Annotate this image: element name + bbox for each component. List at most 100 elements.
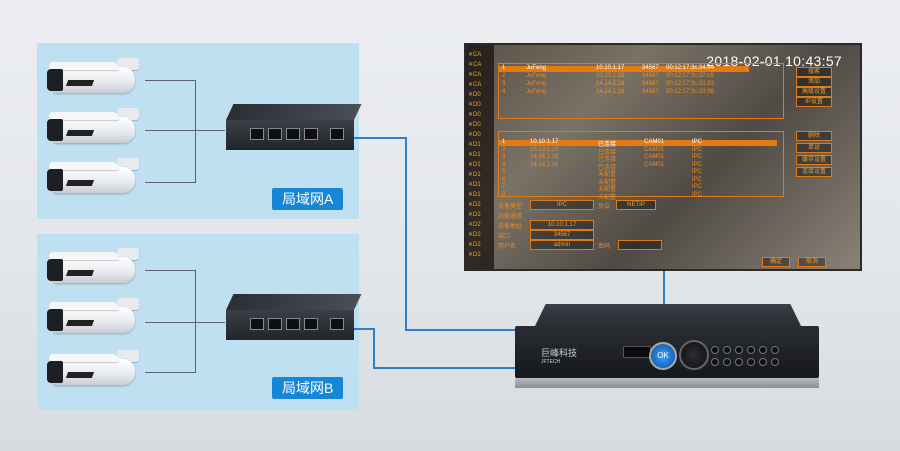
connection-line-a	[405, 137, 407, 330]
form-label: 端口	[498, 234, 511, 240]
table-cell: 34567	[642, 65, 659, 71]
selected-row-highlight	[499, 140, 777, 146]
table-cell: 1	[502, 139, 506, 145]
brand-logo: 巨峰科技 JFTECH	[541, 348, 578, 365]
camera-icon	[45, 298, 145, 340]
action-button[interactable]: 缓存设置	[796, 155, 832, 165]
username-input[interactable]: admin	[530, 240, 594, 250]
table-cell: IPC	[692, 161, 703, 168]
connection-line-a	[405, 329, 520, 331]
device-search-table	[498, 63, 784, 119]
action-button[interactable]: 添加	[796, 77, 832, 87]
action-button[interactable]: 单设	[796, 143, 832, 153]
sidebar-channel[interactable]: ✕D1	[468, 152, 481, 158]
selected-row-highlight	[499, 66, 749, 72]
table-cell: 2	[502, 146, 506, 153]
sidebar-channel[interactable]: ✕CA	[468, 62, 482, 68]
camera-cable	[195, 80, 196, 183]
address-input[interactable]: 10.10.1.17	[530, 220, 594, 230]
lan-a-label: 局域网A	[272, 188, 344, 210]
table-cell: 已连接	[598, 157, 617, 163]
sidebar-channel[interactable]: ✕D0	[468, 132, 481, 138]
sidebar-channel[interactable]: ✕D0	[468, 112, 481, 118]
sidebar-channel[interactable]: ✕D2	[468, 232, 481, 238]
sidebar-channel[interactable]: ✕D0	[468, 92, 481, 98]
table-cell: JuFeng	[526, 73, 547, 79]
sidebar-channel[interactable]: ✕CA	[468, 52, 482, 58]
added-device-table	[498, 131, 784, 197]
table-cell: 3	[502, 154, 506, 160]
table-cell: 7	[502, 184, 506, 190]
indicator-icon	[711, 358, 719, 366]
table-cell: 34567	[642, 73, 659, 79]
sidebar-channel[interactable]: ✕D2	[468, 242, 481, 248]
sidebar-channel[interactable]: ✕D2	[468, 202, 481, 208]
sidebar-channel[interactable]: ✕D2	[468, 212, 481, 218]
camera-cable	[145, 322, 195, 323]
sidebar-channel[interactable]: ✕D1	[468, 172, 481, 178]
connection-line-monitor	[663, 270, 665, 306]
device-type-select[interactable]: IPC	[530, 200, 594, 210]
table-cell: 10.10.1.18	[596, 73, 625, 79]
table-cell: 34567	[642, 89, 659, 95]
table-cell: CAM01	[644, 161, 665, 168]
table-cell: 00:12:17:3c:37:c6	[666, 73, 714, 79]
table-cell: 5	[502, 169, 506, 175]
protocol-select[interactable]: NETIP	[616, 200, 656, 210]
clock: 2018-02-01 10:43:57	[706, 53, 842, 69]
table-cell: IPC	[692, 146, 703, 153]
form-label: 密码	[598, 244, 611, 250]
ok-icon: OK	[649, 342, 677, 370]
camera-icon	[45, 158, 145, 200]
form-label: 远程通道	[498, 214, 523, 220]
sidebar-channel[interactable]: ✕D0	[468, 102, 481, 108]
table-cell: 2	[502, 73, 506, 79]
indicator-icon	[771, 358, 779, 366]
table-cell: 34567	[642, 81, 659, 87]
sidebar-channel[interactable]: ✕D2	[468, 252, 481, 258]
table-cell: 14.14.1.16	[530, 161, 559, 168]
form-label: 设备类型	[498, 204, 523, 210]
table-cell: 已连接	[598, 142, 617, 148]
sidebar-channel[interactable]: ✕D2	[468, 222, 481, 228]
camera-cable	[145, 80, 195, 81]
sidebar-channel[interactable]: ✕D1	[468, 182, 481, 188]
sidebar-channel[interactable]: ✕CA	[468, 82, 482, 88]
channel-sidebar: ✕CA ✕CA ✕CA ✕CA ✕D0 ✕D0 ✕D0 ✕D0 ✕D0 ✕D1 ✕D1 ✕D1 ✕D1 ✕…	[466, 45, 494, 269]
table-cell: 00:12:17:3c:34:44	[666, 65, 715, 71]
action-button[interactable]: IP设置	[796, 97, 832, 107]
table-cell: 10.10.1.18	[530, 146, 559, 153]
password-input[interactable]	[618, 240, 662, 250]
sidebar-channel[interactable]: ✕D1	[468, 142, 481, 148]
sidebar-channel[interactable]: ✕D1	[468, 162, 481, 168]
table-cell: 3	[502, 81, 506, 87]
port-input[interactable]: 34567	[530, 230, 594, 240]
action-button[interactable]: 高级设置	[796, 87, 832, 97]
sidebar-channel[interactable]: ✕CA	[468, 72, 482, 78]
ok-button[interactable]: 确定	[762, 257, 790, 267]
table-cell: CAM01	[644, 139, 665, 145]
table-cell: 4	[502, 161, 506, 168]
camera-cable	[145, 270, 195, 271]
sidebar-channel[interactable]: ✕D0	[468, 122, 481, 128]
camera-icon	[45, 350, 145, 392]
indicator-icon	[747, 358, 755, 366]
cancel-button[interactable]: 取消	[798, 257, 826, 267]
connection-line-a	[354, 137, 406, 139]
table-cell: 10.10.1.17	[596, 65, 625, 71]
camera-icon	[45, 108, 145, 150]
table-cell: 8	[502, 191, 506, 198]
form-label: 设备地址	[498, 224, 523, 230]
nvr-device: 巨峰科技 JFTECH OK	[515, 304, 819, 394]
indicator-icon	[735, 346, 743, 354]
action-button[interactable]: 搜索	[796, 67, 832, 77]
action-button[interactable]: 删除	[796, 131, 832, 141]
camera-cable	[145, 182, 195, 183]
table-cell: CAM01	[644, 154, 665, 160]
jog-dial-icon	[679, 340, 709, 370]
indicator-icon	[747, 346, 755, 354]
table-cell: JuFeng	[526, 65, 547, 71]
sidebar-channel[interactable]: ✕D1	[468, 192, 481, 198]
table-cell: 00:12:17:3c:31:83	[666, 81, 715, 87]
action-button[interactable]: 连接设置	[796, 167, 832, 177]
